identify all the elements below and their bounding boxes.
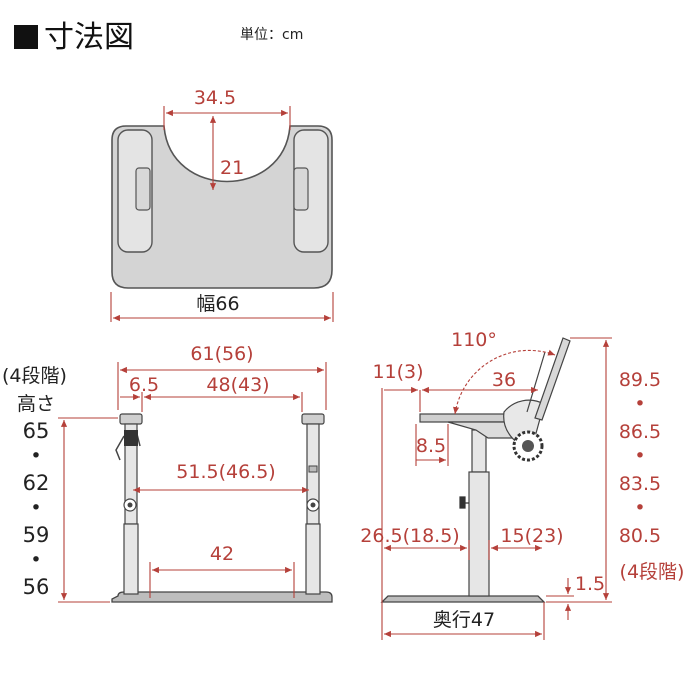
left-leg (115, 413, 143, 595)
overall-width-label: 幅66 (196, 293, 239, 315)
side-upper-pole (471, 429, 487, 473)
backrest-height-835: 83.5 (619, 473, 661, 495)
height-sep-2: • (30, 497, 41, 519)
front-base (111, 591, 333, 603)
backrest-sep-2: • (634, 445, 645, 467)
side-view: 110° 11(3) 36 8.5 26.5(18.5) 15(23) 1.5 … (360, 329, 684, 640)
backrest-sep-1: • (634, 393, 645, 415)
side-base (380, 595, 546, 603)
top-view: 34.5 21 幅66 (110, 87, 334, 322)
backrest-board (534, 337, 571, 421)
side-front-depth-label: 15(23) (500, 525, 563, 547)
height-steps-label: (4段階) (2, 365, 67, 387)
side-base-height-label: 1.5 (575, 573, 605, 595)
front-view: 61(56) 6.5 48(43) 51.5(46.5) 42 (4段階) 高さ… (2, 343, 333, 603)
backrest-height-805: 80.5 (619, 525, 661, 547)
side-table-depth-label: 36 (492, 369, 516, 391)
height-value-56: 56 (23, 575, 50, 599)
side-offset-label: 11(3) (372, 361, 423, 383)
side-rear-depth-label: 26.5(18.5) (360, 525, 459, 547)
front-inner-width-label: 48(43) (206, 374, 269, 396)
unit-label: 単位：cm (240, 27, 304, 43)
side-bracket-label: 8.5 (416, 435, 446, 457)
backrest-sep-3: • (634, 497, 645, 519)
clamp-right (293, 167, 309, 211)
clamp-left (135, 167, 151, 211)
angle-arc (453, 349, 556, 415)
height-sep-1: • (30, 445, 41, 467)
title-text: 寸法図 (44, 20, 134, 55)
square-bullet-icon (14, 25, 38, 49)
tray-outline (111, 125, 333, 289)
recline-angle-label: 110° (451, 329, 497, 351)
backrest-height-865: 86.5 (619, 421, 661, 443)
front-base-width-label: 42 (210, 543, 234, 565)
side-depth-label: 奥行47 (433, 609, 495, 631)
backrest-steps-label: (4段階) (620, 561, 685, 583)
height-value-62: 62 (23, 471, 50, 495)
height-knob (459, 496, 469, 509)
front-pole-width-label: 51.5(46.5) (176, 461, 275, 483)
side-lower-pole (468, 471, 490, 597)
front-end-width-label: 6.5 (129, 374, 159, 396)
height-sep-3: • (30, 549, 41, 571)
notch-depth-label: 21 (220, 157, 244, 179)
right-leg (301, 413, 325, 595)
front-overall-width-label: 61(56) (190, 343, 253, 365)
page-title: 寸法図 (14, 12, 134, 56)
notch-width-label: 34.5 (194, 87, 236, 109)
height-value-59: 59 (23, 523, 50, 547)
backrest-height-895: 89.5 (619, 369, 661, 391)
height-label: 高さ (17, 393, 55, 415)
height-value-65: 65 (23, 419, 50, 443)
armrest-left (117, 129, 153, 253)
